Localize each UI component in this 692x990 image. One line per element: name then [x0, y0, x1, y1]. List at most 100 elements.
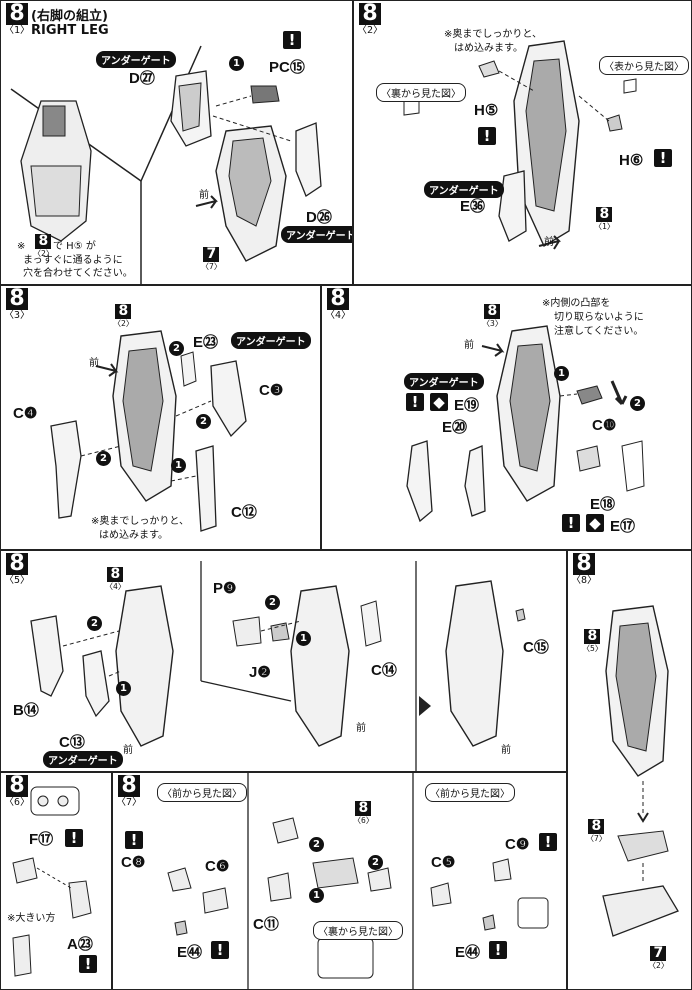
back-view-label: 〈裏から見た図〉: [376, 83, 466, 102]
part-pc15: PC⑮: [269, 59, 305, 76]
part-e44: E㊹: [177, 944, 203, 961]
section-title-jp: (右脚の組立): [31, 9, 108, 24]
leg-final-illustration: [602, 605, 679, 937]
step-circle-1: 1: [229, 56, 244, 71]
section-title-en: RIGHT LEG: [31, 23, 109, 38]
note-ref-8-2: 8 〈2〉: [33, 233, 54, 259]
big-side-note: ※大きい方: [7, 913, 56, 924]
part-b14: B⑭: [13, 702, 39, 719]
part-p9: P❾: [213, 580, 237, 597]
step-circle-1: 1: [116, 681, 131, 696]
ref-step-8-7: 8 〈7〉: [586, 818, 607, 844]
front-label: 前: [89, 358, 99, 369]
part-e18: E⑱: [590, 496, 616, 513]
under-gate-badge: アンダーゲート: [404, 373, 484, 390]
front-view-label: 〈表から見た図〉: [599, 56, 689, 75]
part-c12: C⑫: [231, 504, 257, 521]
front-view-label: 〈前から見た図〉: [425, 783, 515, 802]
caution-icon: !: [489, 941, 507, 959]
note-line-1: ※奥までしっかりと、: [91, 516, 189, 527]
front-view-label: 〈前から見た図〉: [157, 783, 247, 802]
step-circle-2: 2: [169, 341, 184, 356]
step-number: 8 〈3〉: [4, 286, 31, 322]
caution-icon: !: [654, 149, 672, 167]
caution-icon: !: [211, 941, 229, 959]
front-label: 前: [464, 340, 474, 351]
under-gate-badge: アンダーゲート: [96, 51, 176, 68]
ref-step-8-5: 8 〈5〉: [582, 628, 603, 654]
step-number: 8 〈7〉: [116, 773, 143, 809]
part-c4: C❹: [13, 405, 38, 422]
knee-joint-illustration: [12, 786, 92, 977]
under-gate-badge: アンダーゲート: [43, 751, 123, 768]
note-line-2: はめ込みます。: [99, 530, 168, 541]
part-e20: E⑳: [442, 419, 468, 436]
ref-step-8-6: 8 〈6〉: [353, 800, 374, 826]
knee-armor-illustration: [167, 773, 549, 989]
note-line-1: ※内側の凸部を: [542, 298, 611, 309]
panel-step-8-3: 8 〈3〉 8 〈2〉 E㉓ アンダーゲート 前 C❸ C❹ 2 2 2 1 C…: [0, 285, 321, 550]
part-j2: J❷: [249, 664, 271, 681]
note-prefix: ※: [17, 241, 26, 252]
part-c11: C⑪: [253, 916, 279, 933]
leg-side-illustration: [403, 40, 637, 250]
note-line-2: まっすぐに通るように: [23, 255, 123, 266]
step-circle-2: 2: [87, 616, 102, 631]
part-c15: C⑮: [523, 639, 549, 656]
caution-icon: !: [406, 393, 424, 411]
ref-step-7-7: 7 〈7〉: [201, 246, 222, 272]
panel-step-8-4: 8 〈4〉 8 〈3〉 ※内側の凸部を 切り取らないように 注意してください。 …: [321, 285, 692, 550]
panel-step-8-7: 8 〈7〉 〈前から見た図〉 ! C❽ C❻ E㊹ ! 8 〈6〉 2 2 1 …: [112, 772, 567, 990]
panel-step-8-2: 8 〈2〉 ※奥までしっかりと、 はめ込みます。 〈裏から見た図〉 〈表から見た…: [353, 0, 692, 285]
ref-step-8-4: 8 〈4〉: [105, 566, 126, 592]
part-d26: D㉖: [306, 209, 332, 226]
note-line-2: はめ込みます。: [454, 43, 523, 54]
caution-icon: !: [283, 31, 301, 49]
part-a23: A㉓: [67, 936, 93, 953]
step-circle-1: 1: [171, 458, 186, 473]
gate-cut-icon: ◆: [586, 514, 604, 532]
ref-step-8-3: 8 〈3〉: [482, 303, 503, 329]
ref-step-8-1: 8 〈1〉: [594, 206, 615, 232]
back-view-label: 〈裏から見た図〉: [313, 921, 403, 940]
caution-icon: !: [79, 955, 97, 973]
front-label: 前: [199, 190, 209, 201]
step-circle-1: 1: [554, 366, 569, 381]
note-line-2: 切り取らないように: [554, 312, 644, 323]
step-circle-2: 2: [96, 451, 111, 466]
ref-step-7-2: 7 〈2〉: [648, 945, 669, 971]
step-circle-2: 2: [265, 595, 280, 610]
step-number: 8 〈5〉: [4, 551, 31, 587]
front-label: 前: [356, 723, 366, 734]
step-number: 8 〈6〉: [4, 773, 31, 809]
step-8: 8: [6, 3, 29, 25]
part-c9: C❾: [505, 836, 530, 853]
caution-icon: !: [65, 829, 83, 847]
note-line-1: で H⑤ が: [53, 241, 96, 252]
gate-cut-icon: ◆: [430, 393, 448, 411]
step-circle-1: 1: [296, 631, 311, 646]
front-label: 前: [123, 745, 133, 756]
note-line-3: 注意してください。: [554, 326, 644, 337]
part-c3: C❸: [259, 382, 284, 399]
leg-outer-armor-illustration: [30, 561, 526, 771]
step-circle-2: 2: [196, 414, 211, 429]
part-f17: F⑰: [29, 831, 54, 848]
part-h6: H⑥: [619, 152, 644, 169]
part-c13: C⑬: [59, 734, 85, 751]
part-h5: H⑤: [474, 102, 499, 119]
step-number: 8 〈8〉: [571, 551, 598, 587]
panel-step-8-8: 8 〈8〉 8 〈5〉 8 〈7〉 7 〈2〉: [567, 550, 692, 990]
part-c5: C❺: [431, 854, 456, 871]
under-gate-badge: アンダーゲート: [231, 332, 311, 349]
part-c6: C❻: [205, 858, 230, 875]
part-e23: E㉓: [193, 334, 219, 351]
part-c10: C❿: [592, 417, 617, 434]
step-circle-1: 1: [309, 888, 324, 903]
part-e44: E㊹: [455, 944, 481, 961]
panel-step-8-1: 8 〈1〉 (右脚の組立) RIGHT LEG アンダーゲート D㉗ 1 ! P…: [0, 0, 353, 285]
caution-icon: !: [562, 514, 580, 532]
panel-step-8-6: 8 〈6〉 F⑰ ! ※大きい方 A㉓ !: [0, 772, 112, 990]
caution-icon: !: [539, 833, 557, 851]
step-number: 8 〈1〉: [4, 1, 31, 37]
